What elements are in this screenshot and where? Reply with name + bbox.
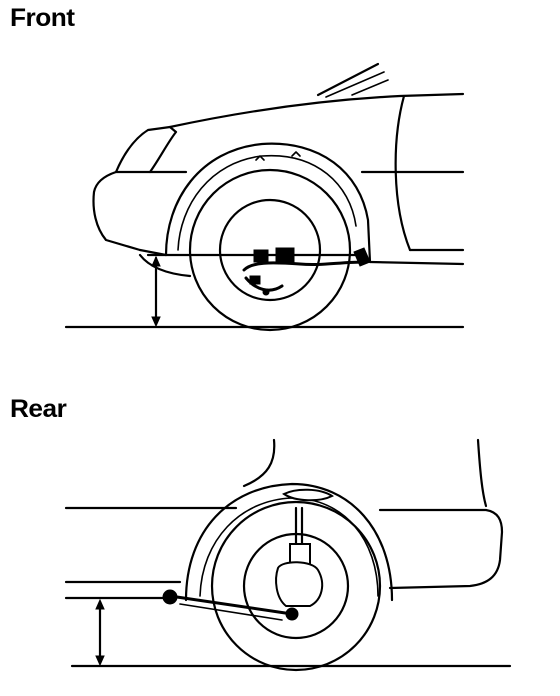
rear-knuckle	[275, 561, 324, 607]
rear-car-illustration	[64, 438, 512, 672]
front-bumper	[92, 170, 142, 252]
front-lower-arm-bracket-1	[253, 249, 269, 263]
rear-strut-mount	[282, 488, 334, 502]
rear-quarter-and-bumper	[378, 508, 504, 590]
front-headlight	[114, 125, 178, 174]
front-air-dam	[138, 253, 192, 278]
front-car-illustration	[64, 62, 465, 332]
front-lower-arm-bracket-2	[275, 247, 295, 263]
rear-wheel-arch-outer	[184, 482, 394, 602]
rear-heading: Rear	[10, 395, 67, 423]
front-heading: Front	[10, 4, 75, 32]
rear-c-pillar-right	[476, 438, 488, 508]
front-balljoint	[249, 275, 261, 285]
rear-arm-pivot	[285, 607, 299, 621]
rear-trailing-arm	[168, 594, 294, 616]
rear-trailing-arm-lower	[179, 603, 283, 621]
front-fender-mark-2	[291, 151, 301, 157]
front-lower-arm	[242, 260, 368, 272]
front-wheel-arch-inner	[177, 154, 357, 251]
front-bolt	[262, 288, 270, 296]
front-windshield	[316, 62, 380, 97]
rear-height-arrow-bottom	[95, 655, 105, 667]
front-wiper	[351, 79, 389, 96]
front-arm-mount	[353, 247, 371, 267]
front-windshield-inner	[325, 71, 385, 98]
front-hood-line	[168, 92, 465, 129]
front-tire	[188, 168, 352, 332]
front-fender-mark-1	[255, 155, 265, 161]
rear-tire	[210, 500, 382, 672]
front-rim	[218, 198, 322, 302]
front-sill	[368, 260, 465, 266]
front-height-arrow-bottom	[151, 316, 161, 328]
rear-height-arrow-top	[95, 598, 105, 610]
front-knuckle	[244, 276, 284, 292]
rear-c-pillar-left	[242, 438, 276, 488]
front-wheel-arch-outer	[164, 142, 372, 264]
front-height-arrow-top	[151, 255, 161, 267]
